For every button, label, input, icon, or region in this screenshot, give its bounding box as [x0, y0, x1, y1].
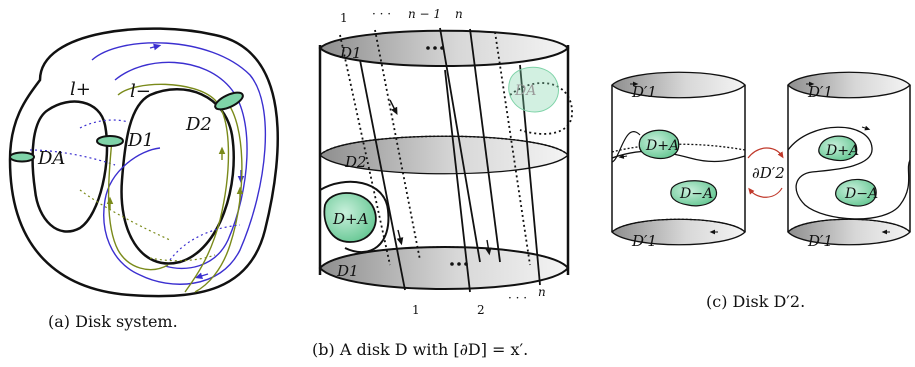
- arc-around-da-plus: [319, 180, 390, 254]
- c-left-loop: [611, 131, 641, 163]
- panel-c-disk-d2: D′1 D′1 D+A D−A D′1 D′1 D+A D−A ∂D′2: [611, 71, 911, 250]
- outer-surface: [8, 27, 279, 298]
- c-right-da-minus: [835, 178, 877, 207]
- left-hole: [31, 100, 109, 233]
- label-d-1: D1: [127, 130, 154, 151]
- strand-arrow-1: [389, 99, 398, 116]
- c-right-da-plus: [818, 135, 858, 162]
- label-l-plus: l+: [70, 79, 91, 100]
- c-right-arrow-mid: [861, 125, 871, 131]
- caption-b: (b) A disk D with [∂D] = x′.: [312, 340, 529, 359]
- blue-arrow-3: [194, 272, 209, 280]
- label-c-right-d1-bottom: D′1: [807, 232, 833, 250]
- label-c-left-da-plus: D+A: [645, 138, 679, 154]
- c-left-bottom-back: [611, 218, 746, 233]
- label-b-d2-mid: D2: [344, 153, 367, 171]
- l-minus-dotted: [79, 189, 216, 262]
- l-plus-curve: [91, 42, 267, 285]
- disk-d1: [96, 135, 124, 147]
- label-bot-n: n: [538, 285, 546, 299]
- panel-b-disk-d: D1 D2 D1 D+A DA 1 · · · n − 1 n 1 2 · · …: [318, 7, 573, 317]
- label-top-n: n: [455, 7, 463, 21]
- l-minus-curve: [117, 83, 230, 293]
- strand-arrow-2: [396, 229, 404, 246]
- l-plus-dotted: [29, 149, 116, 166]
- bottom-disk: [318, 246, 570, 290]
- label-c-boundary: ∂D′2: [752, 164, 785, 182]
- caption-a: (a) Disk system.: [48, 312, 178, 331]
- c-left-arrow-mid: [618, 154, 628, 159]
- label-bot-2: 2: [477, 303, 485, 317]
- label-b-da-plus: D+A: [332, 210, 369, 228]
- disk-da-plus: [323, 192, 377, 243]
- c-right-winding: [787, 126, 911, 220]
- arc-right-loop: [509, 82, 573, 135]
- label-top-dots: · · ·: [372, 7, 391, 21]
- c-right-bottom-back: [787, 218, 911, 233]
- top-ellipsis-dots: [426, 46, 444, 50]
- bottom-ellipsis-dots: [450, 262, 468, 266]
- back-arc-1: [79, 119, 129, 129]
- red-arrow-bottom: [748, 187, 783, 198]
- label-c-left-da-minus: D−A: [679, 186, 713, 202]
- label-b-d1-bottom: D1: [336, 262, 359, 280]
- label-d-a: DA: [37, 148, 65, 169]
- label-d-2: D2: [185, 114, 212, 135]
- bottom-disk-back-edge: [319, 246, 569, 269]
- disk-da: [9, 151, 35, 163]
- l-minus-curve-3: [107, 139, 169, 271]
- label-b-da-ghost: DA: [514, 83, 536, 99]
- right-hole: [120, 88, 235, 265]
- panel-a-disk-system: l+ l− DA D1 D2: [8, 27, 279, 298]
- c-left-da-plus: [638, 129, 680, 160]
- label-top-1: 1: [340, 11, 348, 25]
- label-top-n-1: n − 1: [408, 7, 441, 21]
- label-c-right-da-minus: D−A: [844, 186, 878, 202]
- disk-d2: [214, 91, 244, 111]
- label-c-right-da-plus: D+A: [825, 143, 859, 159]
- label-c-left-d1-top: D′1: [631, 83, 657, 101]
- c-left-top-disk: [611, 71, 746, 99]
- caption-c: (c) Disk D′2.: [706, 292, 806, 311]
- back-arc-2: [169, 224, 241, 261]
- blue-arrow-1: [149, 43, 162, 51]
- strand-arrow-3: [484, 239, 492, 256]
- label-bot-1: 1: [412, 303, 420, 317]
- label-c-right-d1-top: D′1: [807, 83, 833, 101]
- c-right-top-disk: [787, 71, 911, 99]
- red-arrow-top: [747, 147, 784, 159]
- label-c-left-d1-bottom: D′1: [631, 232, 657, 250]
- label-bot-dots: · · ·: [508, 291, 527, 305]
- strands: [339, 27, 541, 293]
- disk-da-ghost: [508, 66, 559, 113]
- c-left-da-minus: [670, 180, 718, 207]
- label-b-d1-top: D1: [339, 44, 362, 62]
- label-l-minus: l−: [130, 81, 151, 102]
- c-left-mid-curve: [611, 150, 746, 163]
- l-plus-curve-inner: [114, 61, 248, 270]
